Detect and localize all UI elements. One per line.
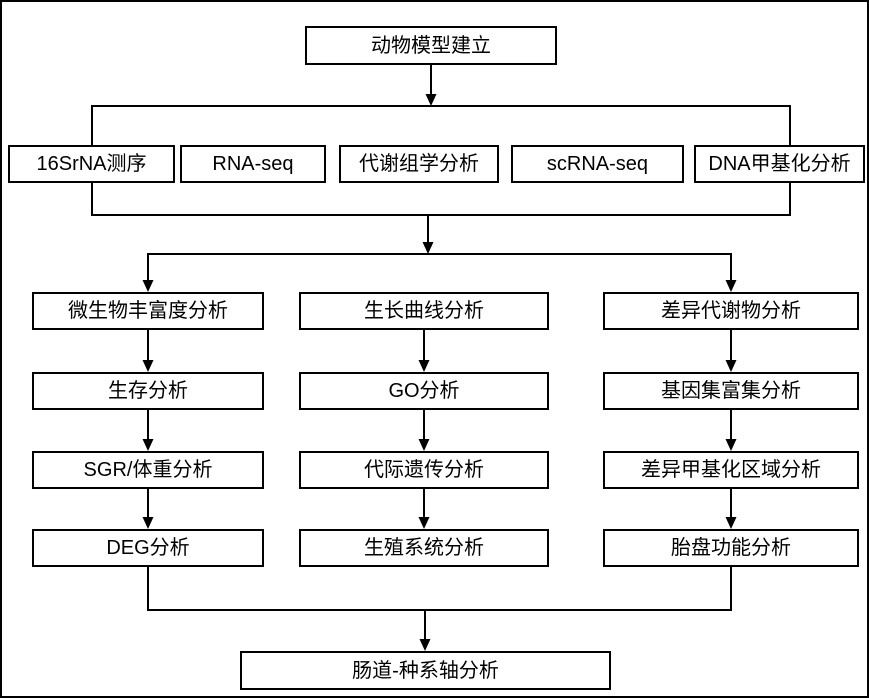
flow-box-gut-germline-axis: 肠道-种系轴分析	[240, 651, 611, 690]
flow-box-reproductive-system: 生殖系统分析	[299, 529, 549, 567]
arrow-col2-s1-head	[418, 360, 430, 372]
flow-box-animal-model: 动物模型建立	[305, 26, 557, 65]
arrow-col2-s2-head	[418, 439, 430, 451]
flow-box-survival-analysis: 生存分析	[32, 372, 264, 410]
arrow-col1-s3-head	[142, 517, 154, 529]
flow-box-microbe-abundance: 微生物丰富度分析	[32, 292, 264, 330]
flow-box-transgenerational: 代际遗传分析	[299, 451, 549, 489]
flow-box-gene-set-enrichment: 基因集富集分析	[603, 372, 859, 410]
flow-box-growth-curve: 生长曲线分析	[299, 292, 549, 330]
flow-box-sgr-weight: SGR/体重分析	[32, 451, 264, 489]
flow-box-rna-seq: RNA-seq	[180, 145, 326, 183]
arrow-col2-s3-head	[418, 517, 430, 529]
flow-box-16srna-seq: 16SrNA测序	[8, 145, 175, 183]
arrow-col3-s3-head	[725, 517, 737, 529]
flow-box-placenta-function: 胎盘功能分析	[603, 529, 859, 567]
arrow-col1-s1-head	[142, 360, 154, 372]
arrow-col3-s2-head	[725, 439, 737, 451]
arrow-col1-s2-head	[142, 439, 154, 451]
arrow-final-head	[419, 639, 431, 651]
flow-box-metabolomics: 代谢组学分析	[339, 145, 499, 183]
flow-box-diff-metabolites: 差异代谢物分析	[603, 292, 859, 330]
flow-box-go-analysis: GO分析	[299, 372, 549, 410]
arrow-dist-right-head	[725, 280, 737, 292]
arrow-col3-s1-head	[725, 360, 737, 372]
arrow-frame-head	[422, 242, 434, 254]
arrow-dist-left-head	[142, 280, 154, 292]
flow-box-diff-methylation-region: 差异甲基化区域分析	[603, 451, 859, 489]
flow-box-dna-methylation: DNA甲基化分析	[694, 145, 865, 183]
flow-box-scrna-seq: scRNA-seq	[511, 145, 684, 183]
flow-box-deg-analysis: DEG分析	[32, 529, 264, 567]
arrow-root-head	[425, 94, 437, 106]
